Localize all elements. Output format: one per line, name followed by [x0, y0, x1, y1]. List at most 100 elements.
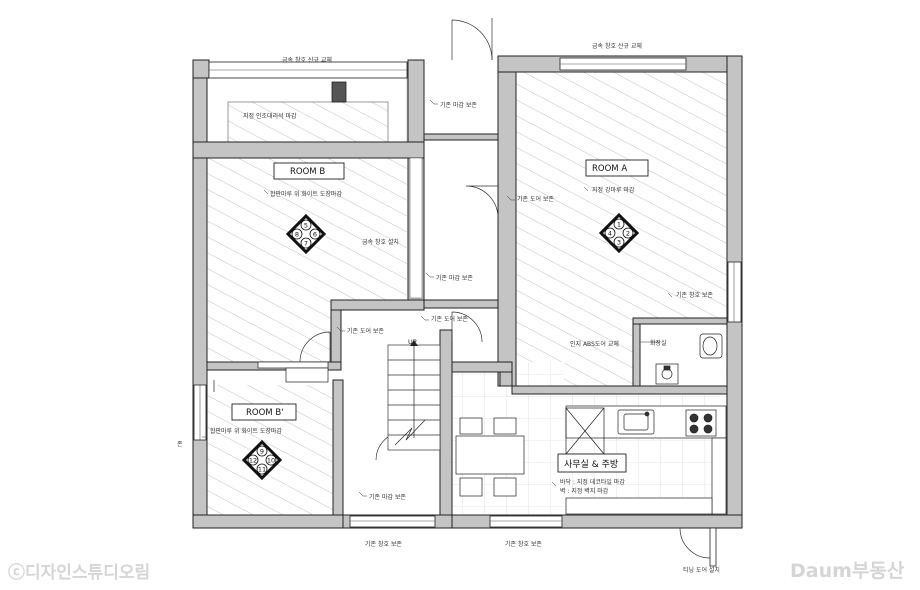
annotation-finish-top-b: 지정 인조대리석 마감 [243, 112, 297, 120]
annotation-existing-door-1: 기존 도어 보존 [517, 195, 554, 203]
annotation-kitchen-wall: 벽 : 지정 벽지 마감 [560, 487, 609, 495]
windows [193, 57, 742, 567]
annotation-existing-door-3: 기존 도어 보존 [347, 327, 384, 335]
room-b-floor-lower [207, 300, 331, 362]
wall-restroom-left [632, 323, 641, 387]
marker-num: 9 [260, 448, 264, 456]
wall-corridor-bottom [423, 299, 501, 309]
wall-left-outer [192, 59, 208, 529]
wall-b-top-inner [192, 141, 425, 159]
annotation-existing-window-bottom-2: 기존 창호 보존 [505, 540, 542, 548]
marker-num: 3 [617, 239, 621, 247]
chair-icon [459, 417, 483, 435]
column-block [331, 81, 347, 103]
chair-icon [493, 417, 517, 435]
chair-icon [459, 477, 483, 497]
wall-bottom-left [192, 514, 354, 529]
burner-icon [703, 413, 713, 423]
doors [299, 18, 711, 559]
annotation-window-top-right: 금속 창호 신규 교체 [592, 42, 642, 50]
ledge [257, 361, 329, 369]
wall-stair-left [330, 309, 342, 363]
marker-room-b: 5 6 7 8 [285, 213, 327, 255]
cooktop-icon [685, 409, 717, 437]
side-counter [711, 437, 727, 515]
annotation-left-edge: 존 [177, 441, 183, 448]
marker-room-a: 1 2 3 4 [598, 212, 640, 254]
toilet-bowl-icon [702, 336, 718, 356]
wall-stair-right [439, 329, 453, 516]
room-b2-label-box [231, 403, 297, 421]
marker-num: 11 [258, 466, 266, 474]
door-tinting [679, 527, 711, 559]
watermark-left: ⓒ디자인스튜디오림 [8, 563, 151, 583]
annotation-tinting-door: 티닝 도어 설치 [683, 566, 720, 574]
stair-break-line [394, 419, 426, 446]
dining-table [455, 435, 525, 475]
sink-basin-icon [623, 413, 649, 431]
kitchen-label: 사무실 & 주방 [564, 459, 618, 470]
wall-a-corner [499, 371, 513, 387]
window-bottom-stair [349, 515, 436, 528]
annotation-existing-finish-1: 기존 마감 보존 [440, 101, 477, 109]
room-b2-label: ROOM B' [246, 408, 284, 418]
wall-restroom-top [632, 317, 728, 325]
annotation-metal-window-install: 금속 창호 설치 [362, 238, 399, 246]
annotation-finish-room-b2: 합판마루 위 화이트 도장마감 [210, 427, 282, 435]
annotation-existing-finish-3: 기존 마감 보존 [369, 493, 406, 501]
marker-room-b2: 9 10 11 12 [241, 439, 283, 481]
restroom-fixtures [655, 333, 723, 385]
annotation-kitchen-floor: 바닥 : 지정 데코타일 마감 [560, 478, 625, 486]
marker-num: 12 [249, 457, 257, 465]
basin-drain-icon [661, 368, 673, 380]
annotation-finish-room-a: 지정 강마루 마감 [592, 186, 635, 194]
window-right-a [727, 261, 742, 323]
chair-icon [493, 477, 517, 497]
marker-num: 6 [313, 231, 317, 239]
wall-a-left [497, 55, 517, 387]
watermark-right: Daum부동산 [790, 560, 905, 582]
wall-b-bottom-mid [330, 299, 425, 311]
annotation-existing-finish-2: 기존 마감 보존 [436, 274, 473, 282]
ledge-box [285, 367, 329, 383]
room-b2-shelf [213, 361, 329, 392]
door-room-a [465, 185, 499, 219]
stair-up-label: UP [408, 338, 417, 346]
tinting-door-panel [709, 527, 717, 567]
room-b-label-box [273, 162, 345, 180]
up-arrow-icon [410, 340, 418, 346]
marker-num: 8 [295, 231, 299, 239]
marker-num: 10 [267, 457, 275, 465]
window-bottom-kitchen [489, 515, 563, 528]
annotation-window-top-left: 금속 창호 신규 교체 [282, 56, 332, 64]
sink-faucet-icon [644, 411, 650, 417]
annotation-existing-door-2: 기존 도어 보존 [431, 315, 468, 323]
marker-num: 1 [617, 221, 621, 229]
stairs [387, 340, 441, 451]
burner-icon [689, 424, 699, 434]
kitchen-label-box [557, 453, 627, 473]
annotation-finish-room-b: 합판마루 위 화이트 도장마감 [270, 190, 342, 198]
room-a-label: ROOM A [592, 164, 627, 174]
wall-top-left-corner [192, 59, 210, 79]
wall-b2-right [332, 379, 344, 516]
lower-counter [565, 497, 713, 515]
marker-num: 5 [304, 222, 308, 230]
wall-kitchen-top-left [451, 361, 513, 373]
window-b-right-side [409, 157, 423, 299]
burner-icon [703, 424, 713, 434]
leader-lines [202, 99, 673, 497]
door-top-entry [451, 19, 493, 61]
annotation-abs-door: 인지 ABS도어 교체 [570, 340, 619, 348]
burner-icon [689, 413, 699, 423]
wall-a-bottom [511, 385, 728, 395]
kitchen-fixtures [455, 405, 727, 515]
annotation-existing-window-right: 기존 창호 보존 [676, 291, 713, 299]
marble-platform [227, 101, 389, 143]
wall-corridor-top [423, 133, 501, 141]
faucet-icon [663, 365, 671, 371]
annotation-existing-window-bottom-1: 기존 창호 보존 [365, 540, 402, 548]
marker-num: 2 [626, 230, 630, 238]
room-a-label-box [585, 159, 649, 177]
marker-num: 4 [608, 230, 612, 238]
